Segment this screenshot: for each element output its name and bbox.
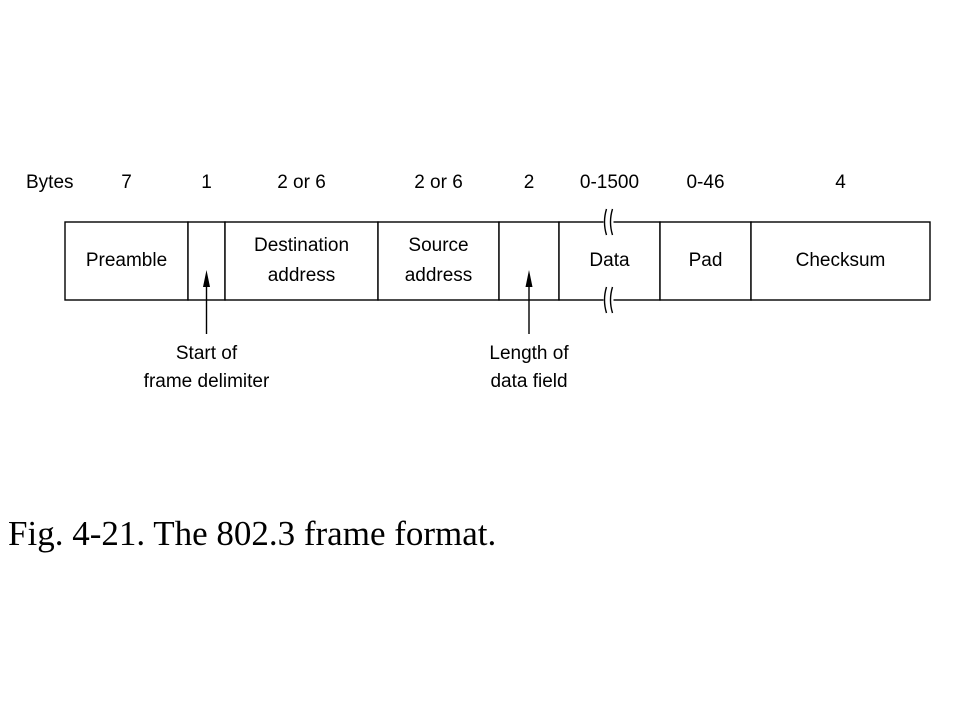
field-source-address-byte-count: 2 or 6 (414, 172, 463, 193)
field-preamble-box (64, 221, 189, 301)
field-pad-box (659, 221, 752, 301)
data-break-mark-bottom (603, 286, 614, 314)
field-data-byte-count: 0-1500 (580, 172, 639, 193)
field-preamble-byte-count: 7 (121, 172, 132, 193)
field-destination-address-label: Destination (254, 235, 349, 256)
callout-length-of-data-field-arrowhead (525, 270, 533, 287)
bytes-axis-label: Bytes (26, 172, 74, 193)
field-source-address-label: Source (408, 235, 468, 256)
callout-start-of-frame-delimiter-label: frame delimiter (144, 371, 270, 392)
field-source-address-box (377, 221, 500, 301)
field-length-of-data-field-byte-count: 2 (524, 172, 535, 193)
data-break-mark-top (603, 208, 614, 236)
callout-start-of-frame-delimiter: Start of frame delimiter (144, 270, 270, 392)
callout-start-of-frame-delimiter-arrowhead (203, 270, 210, 287)
field-destination-address-byte-count: 2 or 6 (277, 172, 326, 193)
field-destination-address: 2 or 6 Destination address (224, 172, 379, 301)
field-source-address: 2 or 6 Source address (377, 172, 500, 301)
field-checksum-box (750, 221, 931, 301)
field-destination-address-box (224, 221, 379, 301)
callout-length-of-data-field: Length of data field (489, 270, 569, 392)
field-destination-address-label: address (268, 265, 336, 286)
field-pad-label: Pad (689, 250, 723, 271)
field-data-label: Data (589, 250, 630, 271)
callout-length-of-data-field-label: data field (490, 371, 567, 392)
field-source-address-label: address (405, 265, 473, 286)
callout-start-of-frame-delimiter-label: Start of (176, 343, 238, 364)
field-checksum-label: Checksum (796, 250, 886, 271)
field-pad-byte-count: 0-46 (686, 172, 724, 193)
figure-caption: Fig. 4-21. The 802.3 frame format. (8, 514, 497, 553)
frame-callouts: Start of frame delimiter Length of data fie… (144, 270, 569, 392)
field-start-of-frame-delimiter-byte-count: 1 (201, 172, 212, 193)
field-preamble-label: Preamble (86, 250, 167, 271)
callout-length-of-data-field-label: Length of (489, 343, 569, 364)
field-checksum-byte-count: 4 (835, 172, 846, 193)
